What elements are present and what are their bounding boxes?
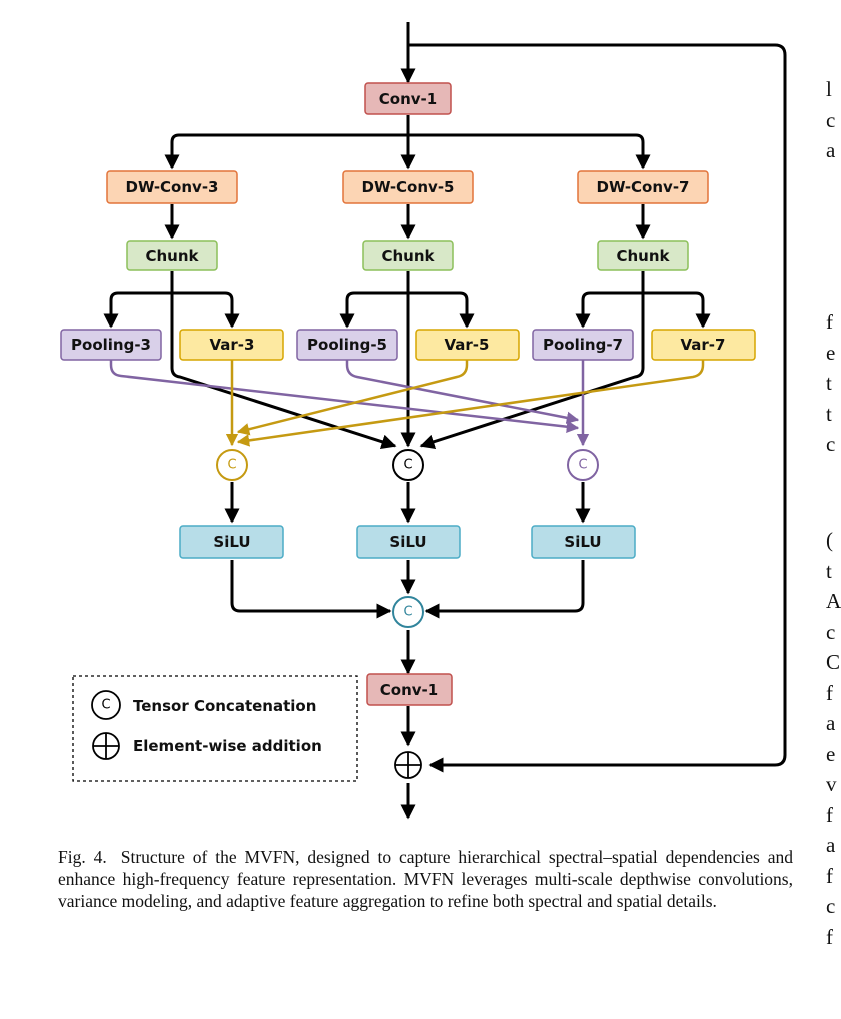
side-char: f <box>826 680 833 705</box>
concat-merge-symbol: C <box>403 605 412 620</box>
var-7-label: Var-7 <box>681 336 726 354</box>
var-7-box: Var-7 <box>651 329 756 361</box>
side-char: t <box>826 371 832 395</box>
side-char: f <box>826 924 833 949</box>
var-3-label: Var-3 <box>210 336 255 354</box>
chunk-5-box: Chunk <box>362 240 454 271</box>
concat-right-symbol: C <box>578 458 587 473</box>
side-char: t <box>826 401 832 426</box>
side-char: c <box>826 894 836 918</box>
side-char: A <box>826 589 841 613</box>
mvfn-diagram: Conv-1 DW-Conv-3 DW-Conv-5 DW-Conv-7 Chu… <box>60 22 787 820</box>
side-char: c <box>826 619 836 644</box>
var-5-label: Var-5 <box>445 336 490 354</box>
legend-concat-icon: C <box>91 690 121 720</box>
concat-node-left: C <box>216 449 248 481</box>
side-char: t <box>826 558 832 583</box>
conv-top-label: Conv-1 <box>379 90 437 108</box>
side-text-block-2: f e t t c <box>826 307 841 460</box>
side-char: C <box>826 650 841 674</box>
legend-concat-text: Tensor Concatenation <box>133 697 316 715</box>
conv-bottom-box: Conv-1 <box>366 673 453 706</box>
concat-left-symbol: C <box>227 458 236 473</box>
var-3-box: Var-3 <box>179 329 284 361</box>
concat-node-middle: C <box>392 449 424 481</box>
caption-text: Structure of the MVFN, designed to captu… <box>58 847 793 911</box>
silu-2-box: SiLU <box>356 525 461 559</box>
side-char: f <box>826 863 833 888</box>
side-char: c <box>826 432 836 456</box>
chunk-3-label: Chunk <box>145 247 199 265</box>
concat-node-merge: C <box>392 596 424 628</box>
silu-2-label: SiLU <box>389 533 426 551</box>
connectors <box>103 22 787 820</box>
side-char: f <box>826 802 833 827</box>
dw-conv-3-box: DW-Conv-3 <box>106 170 238 204</box>
silu-1-label: SiLU <box>213 533 250 551</box>
side-char: a <box>826 138 836 162</box>
silu-1-box: SiLU <box>179 525 284 559</box>
chunk-5-label: Chunk <box>381 247 435 265</box>
dw-conv-5-label: DW-Conv-5 <box>362 178 455 196</box>
side-char: a <box>826 711 836 735</box>
chunk-3-box: Chunk <box>126 240 218 271</box>
silu-3-label: SiLU <box>564 533 601 551</box>
legend: C Tensor Concatenation Element-wise addi… <box>72 675 358 782</box>
side-text-block-1: l c a <box>826 74 841 166</box>
dw-conv-7-box: DW-Conv-7 <box>577 170 709 204</box>
side-char: ( <box>826 528 833 552</box>
dw-conv-7-label: DW-Conv-7 <box>597 178 690 196</box>
add-node <box>394 751 422 779</box>
pooling-7-label: Pooling-7 <box>543 336 623 354</box>
var-5-box: Var-5 <box>415 329 520 361</box>
side-char: f <box>826 310 833 334</box>
legend-add-text: Element-wise addition <box>133 737 322 755</box>
dw-conv-5-box: DW-Conv-5 <box>342 170 474 204</box>
chunk-7-box: Chunk <box>597 240 689 271</box>
chunk-7-label: Chunk <box>616 247 670 265</box>
legend-concat-symbol: C <box>101 698 110 713</box>
figure-number: Fig. 4. <box>58 847 107 867</box>
conv-top-box: Conv-1 <box>364 82 452 115</box>
pooling-5-box: Pooling-5 <box>296 329 398 361</box>
side-text-block-3: ( t A c C f a e v f a f c f <box>826 525 841 952</box>
side-char: v <box>826 772 837 796</box>
figure-caption: Fig. 4.Structure of the MVFN, designed t… <box>58 846 793 912</box>
side-char: a <box>826 833 836 857</box>
pooling-3-label: Pooling-3 <box>71 336 151 354</box>
side-char: e <box>826 741 836 766</box>
concat-node-right: C <box>567 449 599 481</box>
pooling-3-box: Pooling-3 <box>60 329 162 361</box>
conv-bottom-label: Conv-1 <box>380 681 438 699</box>
side-char: e <box>826 340 836 365</box>
side-char: l <box>826 77 832 101</box>
silu-3-box: SiLU <box>531 525 636 559</box>
side-char: c <box>826 107 836 132</box>
legend-add-icon <box>92 732 120 760</box>
pooling-7-box: Pooling-7 <box>532 329 634 361</box>
pooling-5-label: Pooling-5 <box>307 336 387 354</box>
concat-middle-symbol: C <box>403 458 412 473</box>
dw-conv-3-label: DW-Conv-3 <box>126 178 219 196</box>
